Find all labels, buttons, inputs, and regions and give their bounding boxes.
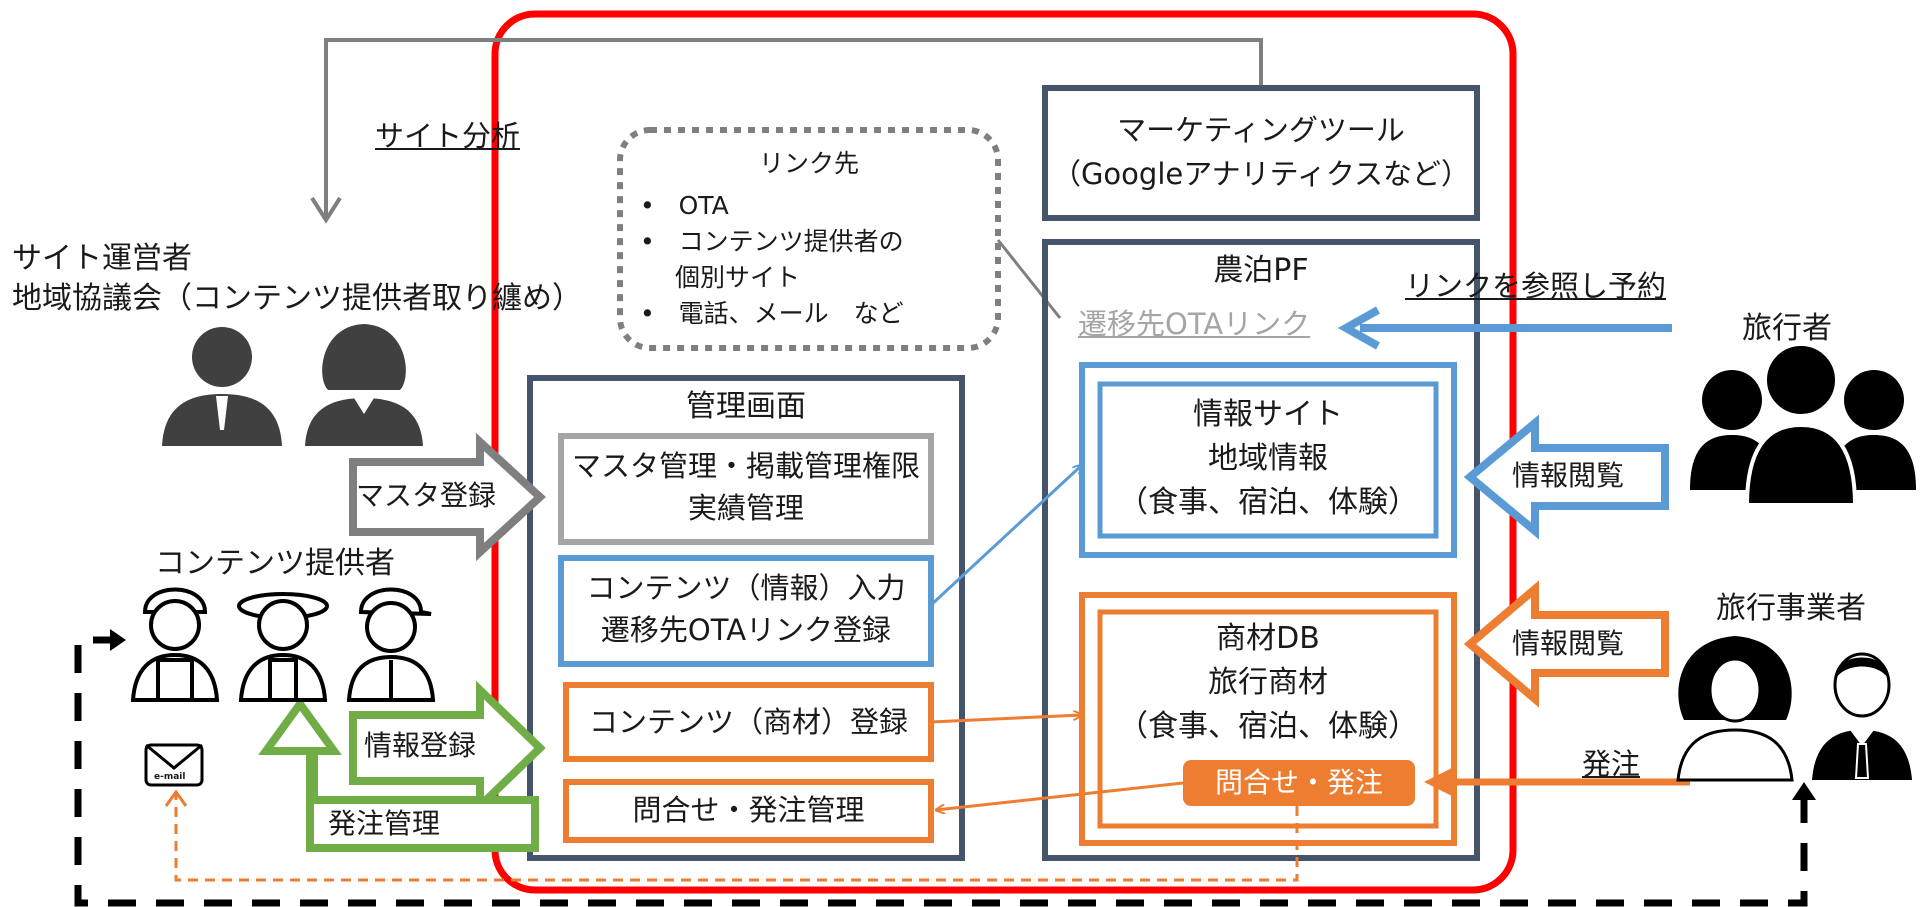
info-view-label-blue: 情報閲覧 xyxy=(1512,459,1625,492)
inquiry-to-mgmt-line xyxy=(936,781,1184,810)
info-site-line2: 地域情報 xyxy=(1208,441,1328,476)
info-site-line1: 情報サイト xyxy=(1193,397,1343,432)
master-mgmt-line1: マスタ管理・掲載管理権限 xyxy=(571,449,920,483)
admin-screen-box xyxy=(527,375,965,861)
marketing-tool-line2: （Googleアナリティクスなど） xyxy=(1051,157,1471,191)
traveler-group-icon xyxy=(1690,342,1916,507)
product-to-db-line xyxy=(930,715,1082,724)
order-management-arrow xyxy=(258,697,539,852)
site-analysis-line xyxy=(324,38,1263,218)
order-arrow-head xyxy=(1424,768,1452,796)
pf-box xyxy=(1042,239,1480,861)
info-site-line3: （食事、宿泊、体験） xyxy=(1118,485,1418,520)
feedback-loop-line xyxy=(74,636,1808,907)
link-dest-bullet-2: • コンテンツ提供者の xyxy=(640,227,904,256)
inquiry-order-label: 問合せ・発注 xyxy=(1214,766,1383,799)
operator-female-icon xyxy=(305,324,423,446)
traveler-label: 旅行者 xyxy=(1742,311,1832,346)
master-registration-label: マスタ登録 xyxy=(356,479,497,512)
provider-icon-1 xyxy=(130,587,220,702)
content-to-info-site-line xyxy=(929,465,1082,607)
inquiry-mgmt-box xyxy=(563,779,934,843)
product-db-line3: （食事、宿泊、体験） xyxy=(1118,709,1418,744)
inquiry-mgmt-label: 問合せ・発注管理 xyxy=(632,793,865,827)
content-input-box xyxy=(558,555,934,667)
info-registration-arrow xyxy=(349,680,546,816)
email-notify-arrowhead xyxy=(164,789,188,807)
pf-title: 農泊PF xyxy=(1213,253,1309,288)
link-destination-connector xyxy=(996,239,1062,319)
agency-male-icon xyxy=(1812,652,1912,780)
site-analysis-arrowhead xyxy=(310,196,342,224)
product-db-line2: 旅行商材 xyxy=(1208,665,1328,700)
operator-subtitle: 地域協議会（コンテンツ提供者取り纏め） xyxy=(12,281,582,316)
email-icon xyxy=(144,743,204,787)
order-label: 発注 xyxy=(1582,747,1641,781)
inquiry-order-pill xyxy=(1183,760,1415,806)
link-dest-bullet-3: • 電話、メール など xyxy=(640,299,904,328)
info-view-arrow-orange xyxy=(1463,580,1669,708)
master-registration-arrow xyxy=(349,432,546,562)
feedback-loop-arrowhead-up xyxy=(1792,782,1816,800)
info-site-outer xyxy=(1079,362,1457,558)
site-analysis-label: サイト分析 xyxy=(375,119,521,153)
product-db-line1: 商材DB xyxy=(1216,621,1320,656)
info-site-inner xyxy=(1097,381,1439,539)
info-registration-label: 情報登録 xyxy=(364,729,477,762)
travel-agency-label: 旅行事業者 xyxy=(1716,591,1866,626)
agency-female-icon xyxy=(1676,636,1794,782)
link-destination-box xyxy=(617,127,1001,351)
link-dest-bullet-2-cont: 個別サイト xyxy=(675,263,801,292)
link-dest-bullet-1: • OTA xyxy=(640,191,729,220)
provider-icon-2 xyxy=(237,592,329,702)
master-mgmt-box xyxy=(558,433,934,545)
admin-screen-title: 管理画面 xyxy=(686,389,806,424)
product-db-inner xyxy=(1097,609,1439,829)
info-view-label-orange: 情報閲覧 xyxy=(1512,627,1625,660)
email-notify-line xyxy=(174,792,1299,882)
content-provider-label: コンテンツ提供者 xyxy=(155,546,395,581)
operator-title: サイト運営者 xyxy=(12,241,192,276)
info-view-arrow-blue xyxy=(1463,414,1669,540)
feedback-loop-arrowhead-left xyxy=(110,629,126,651)
marketing-tool-box xyxy=(1042,85,1480,221)
content-input-line1: コンテンツ（情報）入力 xyxy=(586,571,906,605)
provider-icon-3 xyxy=(346,587,436,702)
ota-link-label: 遷移先OTAリンク xyxy=(1078,307,1311,341)
link-destination-title: リンク先 xyxy=(758,149,859,178)
product-reg-label: コンテンツ（商材）登録 xyxy=(588,705,908,739)
content-input-line2: 遷移先OTAリンク登録 xyxy=(600,613,892,647)
marketing-tool-line1: マーケティングツール xyxy=(1117,113,1405,147)
reserve-arrow-head xyxy=(1337,306,1380,350)
link-reserve-label: リンクを参照し予約 xyxy=(1405,269,1667,303)
order-management-label: 発注管理 xyxy=(328,807,441,840)
email-icon-text: e-mail xyxy=(154,772,186,782)
master-mgmt-line2: 実績管理 xyxy=(687,491,804,525)
operator-male-icon xyxy=(162,327,282,446)
